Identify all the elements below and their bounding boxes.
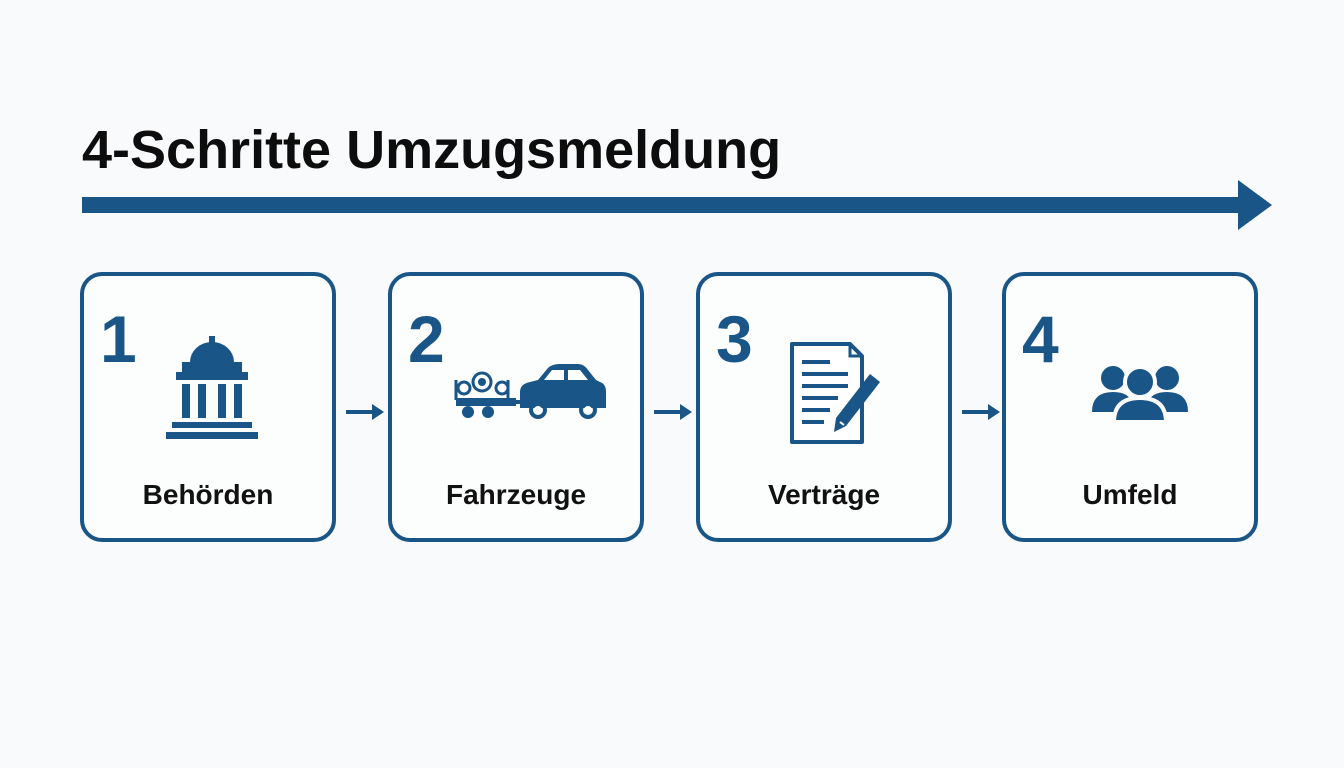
step-number: 1: [100, 302, 137, 376]
people-group-icon: [1092, 365, 1188, 424]
step-number: 3: [716, 302, 753, 376]
step-card-fahrzeuge: 2: [388, 272, 644, 542]
diagram-title: 4-Schritte Umzugsmeldung: [82, 120, 782, 180]
government-building-icon: [166, 336, 258, 439]
step-label: Behörden: [142, 479, 274, 510]
step-card-behoerden: 1 Behörden: [80, 272, 336, 542]
step-number: 4: [1022, 302, 1059, 376]
timeline-arrow: [82, 180, 1272, 230]
step-label: Verträge: [767, 479, 881, 510]
step-label: Fahrzeuge: [445, 479, 587, 510]
step-label: Umfeld: [1082, 479, 1178, 510]
contract-signing-icon: [790, 342, 880, 444]
connector-arrow-1-2: [346, 404, 384, 420]
connector-arrow-3-4: [962, 404, 1000, 420]
step-card-vertraege: 3 Verträge: [696, 272, 952, 542]
step-card-umfeld: 4 Umfeld: [1002, 272, 1258, 542]
car-with-trailer-icon: [454, 364, 606, 419]
connector-arrow-2-3: [654, 404, 692, 420]
step-number: 2: [408, 302, 445, 376]
